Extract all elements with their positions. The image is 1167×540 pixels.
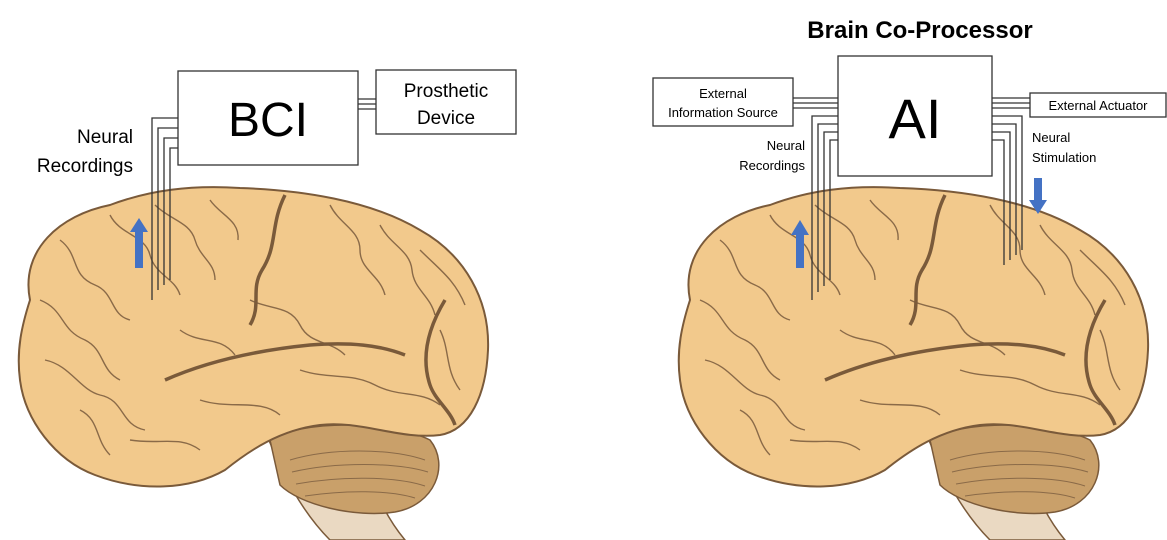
neural-stimulation-label-line2: Stimulation <box>1032 150 1096 165</box>
left-panel: BCI Prosthetic Device Neural Recordings <box>19 70 516 540</box>
prosthetic-device-label-line1: Prosthetic <box>404 81 488 102</box>
neural-stimulation-label-line1: Neural <box>1032 130 1070 145</box>
external-source-label-line2: Information Source <box>668 105 778 120</box>
left-neural-recordings-label-line1: Neural <box>77 127 133 148</box>
right-neural-recordings-label-line2: Recordings <box>739 158 805 173</box>
left-device-wires <box>358 99 376 109</box>
prosthetic-device-label-line2: Device <box>417 108 475 129</box>
ai-label: AI <box>889 87 942 150</box>
left-neural-recordings-label-line2: Recordings <box>37 156 133 177</box>
right-actuator-wires <box>992 98 1030 108</box>
external-actuator-label: External Actuator <box>1049 98 1149 113</box>
right-panel: Brain Co-Processor AI <box>653 17 1166 540</box>
right-neural-recordings-label-line1: Neural <box>767 138 805 153</box>
external-source-label-line1: External <box>699 86 747 101</box>
brain-coprocessor-title: Brain Co-Processor <box>807 17 1032 44</box>
right-source-wires <box>793 98 838 108</box>
bci-label: BCI <box>228 94 308 147</box>
